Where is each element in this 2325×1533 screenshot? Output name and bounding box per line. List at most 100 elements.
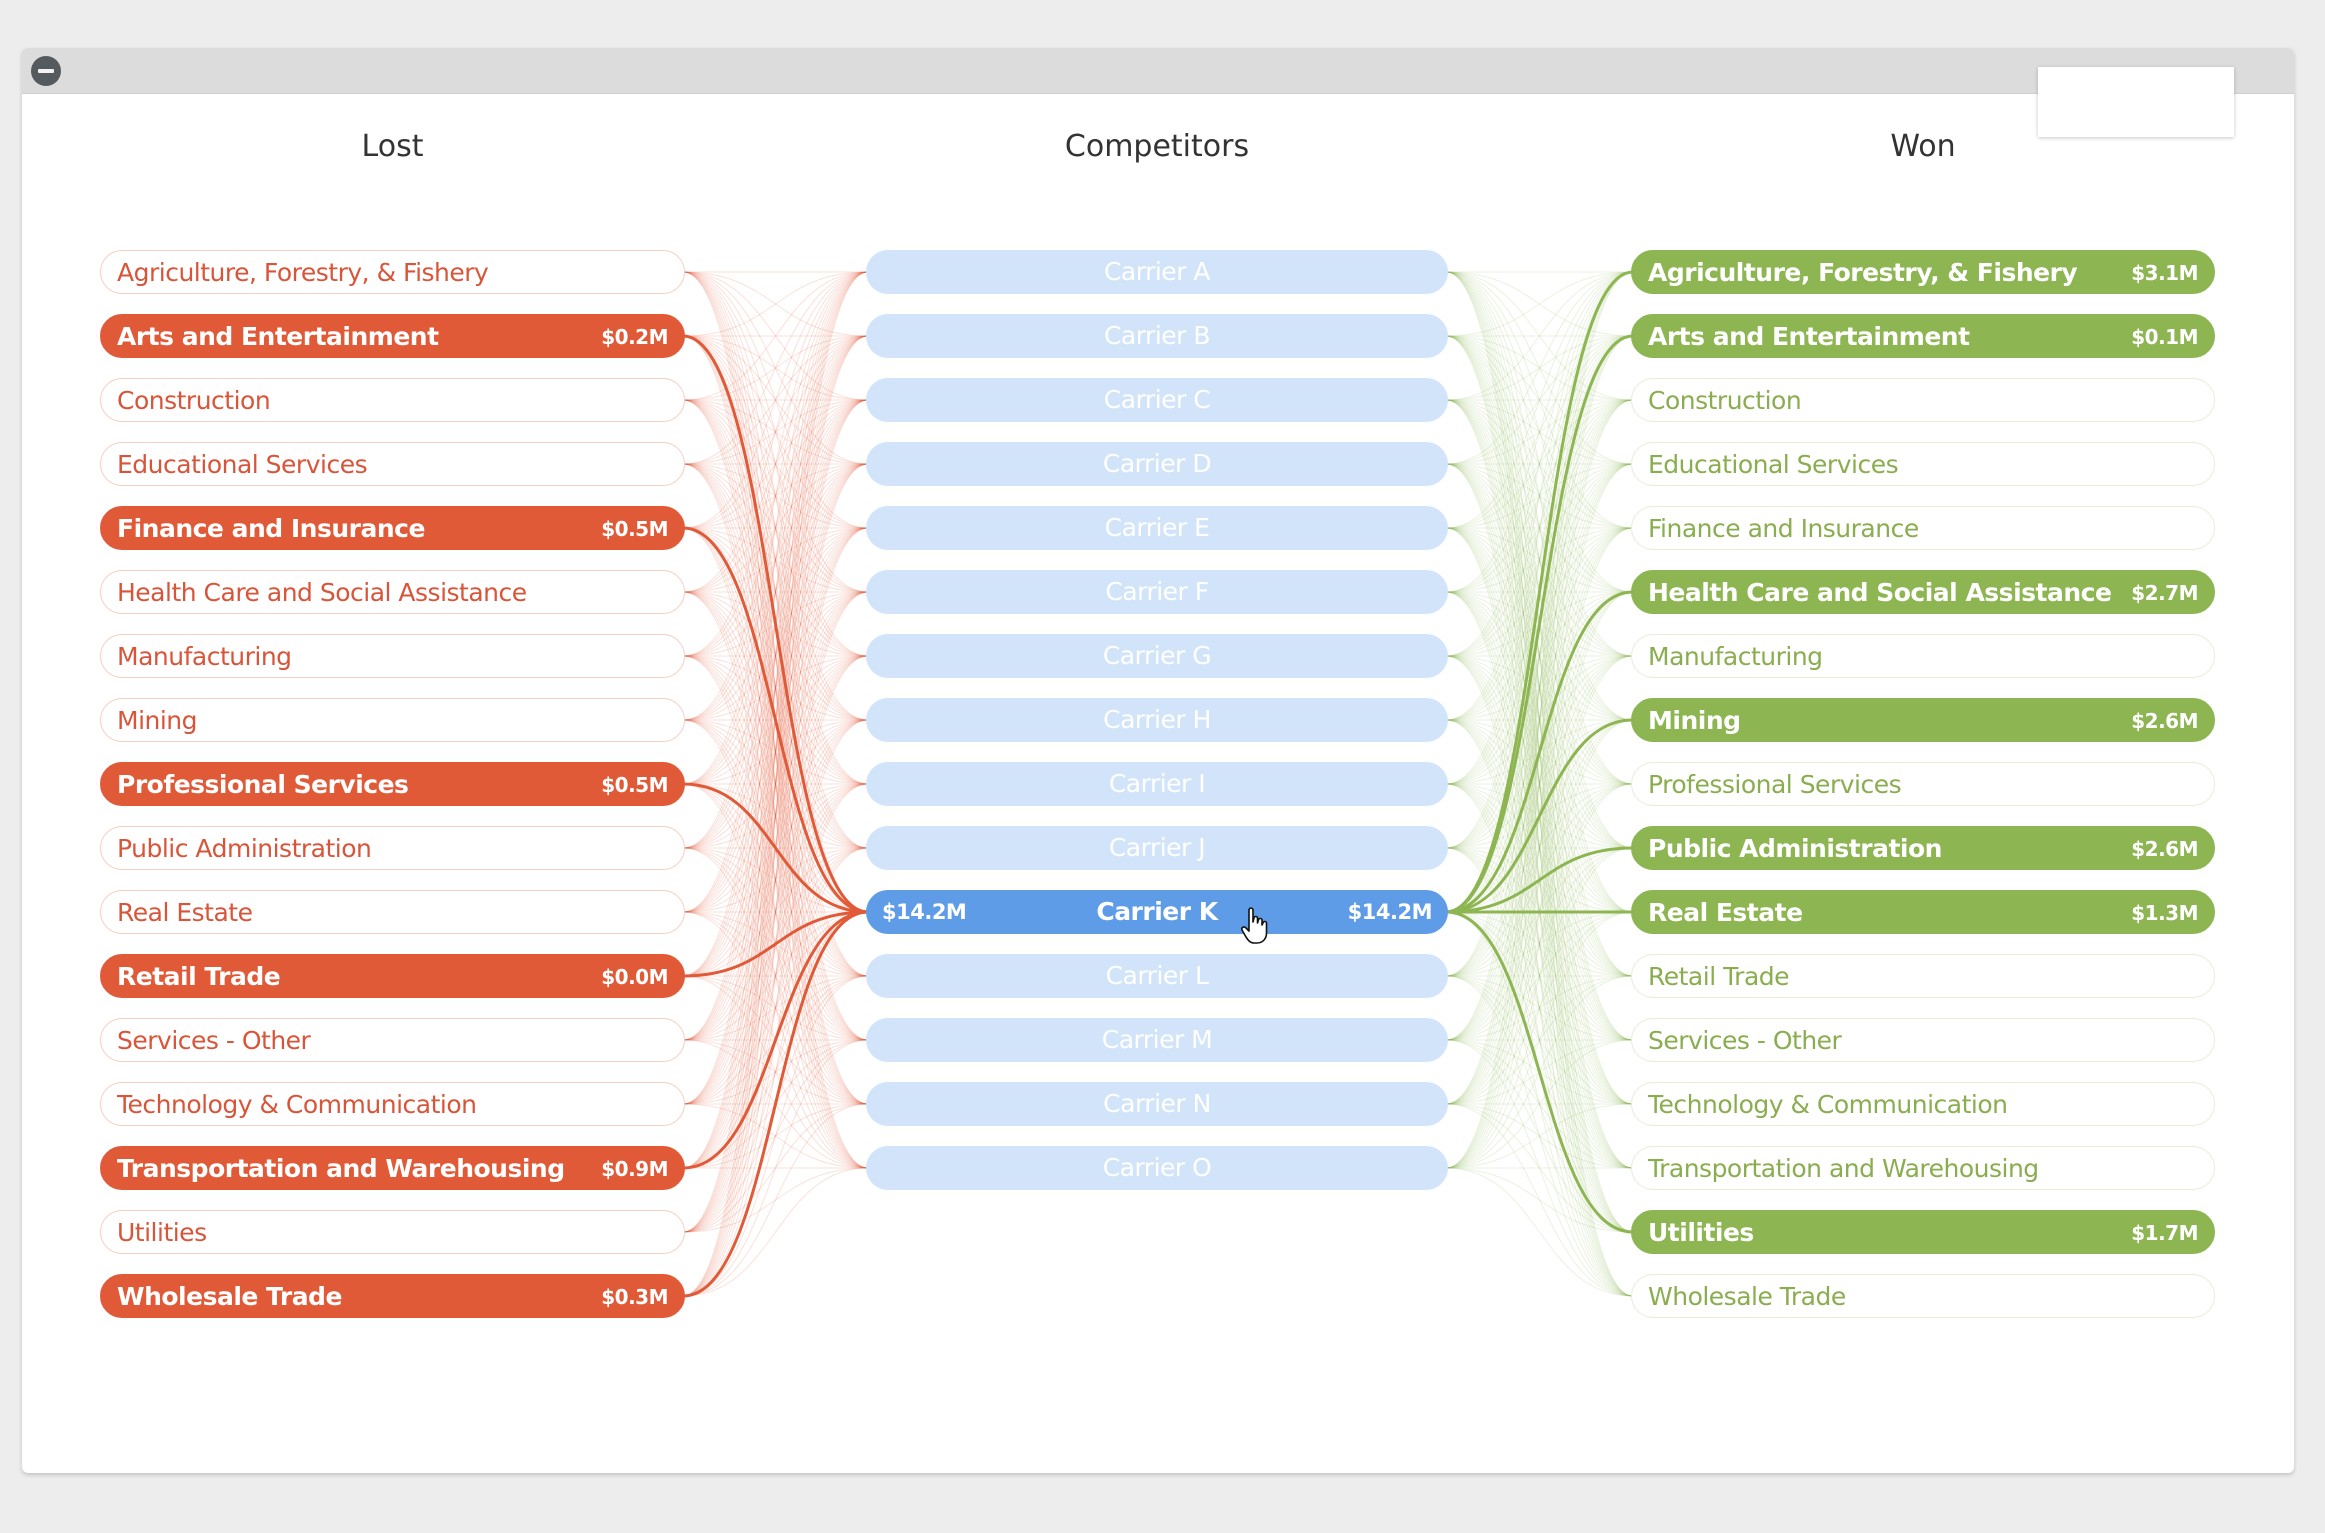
won-flow-link — [1445, 399, 1634, 593]
won-item[interactable]: Public Administration$2.6M — [1631, 826, 2215, 870]
lost-item[interactable]: Health Care and Social Assistance — [100, 570, 685, 614]
lost-item[interactable]: Technology & Communication — [100, 1082, 685, 1126]
won-flow-link — [1445, 1103, 1634, 1297]
lost-item[interactable]: Arts and Entertainment$0.2M — [100, 314, 685, 358]
won-item[interactable]: Professional Services — [1631, 762, 2215, 806]
lost-flow-link — [682, 527, 869, 657]
won-flow-link — [1445, 271, 1634, 401]
lost-flow-link — [682, 463, 869, 1169]
competitor-item[interactable]: Carrier J — [866, 826, 1448, 870]
competitor-item[interactable]: Carrier I — [866, 762, 1448, 806]
won-item[interactable]: Retail Trade — [1631, 954, 2215, 998]
lost-flow-link — [682, 335, 869, 1041]
lost-item[interactable]: Public Administration — [100, 826, 685, 870]
lost-flow-link — [682, 335, 869, 721]
lost-flow-link — [682, 1039, 869, 1297]
competitor-item[interactable]: Carrier K$14.2M$14.2M — [866, 890, 1448, 934]
lost-flow-link — [682, 1103, 869, 1169]
won-item[interactable]: Educational Services — [1631, 442, 2215, 486]
competitor-item[interactable]: Carrier G — [866, 634, 1448, 678]
won-item[interactable]: Mining$2.6M — [1631, 698, 2215, 742]
lost-item[interactable]: Construction — [100, 378, 685, 422]
won-flow-link — [1445, 783, 1634, 1233]
won-item-label: Arts and Entertainment — [1648, 322, 1970, 351]
won-item-amount: $0.1M — [2131, 325, 2198, 349]
won-item[interactable]: Construction — [1631, 378, 2215, 422]
competitor-item[interactable]: Carrier M — [866, 1018, 1448, 1062]
won-flow-link — [1445, 655, 1634, 785]
lost-item[interactable]: Professional Services$0.5M — [100, 762, 685, 806]
lost-item-label: Transportation and Warehousing — [117, 1154, 565, 1183]
won-item[interactable]: Technology & Communication — [1631, 1082, 2215, 1126]
won-item[interactable]: Wholesale Trade — [1631, 1274, 2215, 1318]
lost-item-label: Utilities — [117, 1218, 207, 1247]
competitor-item[interactable]: Carrier B — [866, 314, 1448, 358]
won-flow-link — [1445, 271, 1634, 593]
lost-flow-link — [682, 1103, 869, 1297]
competitor-item[interactable]: Carrier H — [866, 698, 1448, 742]
lost-flow-link — [682, 911, 869, 1105]
lost-flow-link — [682, 527, 869, 1233]
won-flow-link — [1445, 335, 1634, 401]
lost-item[interactable]: Transportation and Warehousing $0.9M — [100, 1146, 685, 1190]
lost-item-amount: $0.9M — [601, 1157, 668, 1181]
won-flow-link — [1445, 271, 1634, 849]
won-flow-link — [1445, 399, 1634, 1169]
competitor-item[interactable]: Carrier L — [866, 954, 1448, 998]
won-flow-link — [1445, 335, 1634, 721]
won-item[interactable]: Transportation and Warehousing — [1631, 1146, 2215, 1190]
won-flow-link — [1445, 463, 1634, 593]
lost-item[interactable]: Utilities — [100, 1210, 685, 1254]
won-flow-link — [1445, 847, 1634, 1041]
won-item[interactable]: Services - Other — [1631, 1018, 2215, 1062]
lost-flow-link — [682, 975, 869, 1169]
lost-flow-link — [682, 591, 869, 1169]
lost-flow-link — [682, 463, 869, 1041]
won-flow-link — [1445, 271, 1634, 593]
lost-flow-link — [682, 271, 869, 785]
competitor-item[interactable]: Carrier F — [866, 570, 1448, 614]
lost-flow-link — [682, 975, 869, 1169]
won-item[interactable]: Arts and Entertainment $0.1M — [1631, 314, 2215, 358]
won-item[interactable]: Agriculture, Forestry, & Fishery$3.1M — [1631, 250, 2215, 294]
won-highlight-link — [1445, 846, 1634, 914]
won-item[interactable]: Utilities$1.7M — [1631, 1210, 2215, 1254]
lost-flow-link — [682, 1039, 869, 1233]
collapse-icon[interactable] — [31, 56, 61, 86]
competitor-item[interactable]: Carrier D — [866, 442, 1448, 486]
lost-item[interactable]: Educational Services — [100, 442, 685, 486]
lost-flow-link — [682, 1039, 869, 1105]
won-flow-link — [1445, 783, 1634, 913]
lost-item[interactable]: Services - Other — [100, 1018, 685, 1062]
lost-item[interactable]: Real Estate — [100, 890, 685, 934]
lost-item[interactable]: Manufacturing — [100, 634, 685, 678]
panel-titlebar — [22, 48, 2294, 94]
lost-item[interactable]: Finance and Insurance$0.5M — [100, 506, 685, 550]
lost-item[interactable]: Mining — [100, 698, 685, 742]
lost-item[interactable]: Wholesale Trade$0.3M — [100, 1274, 685, 1318]
won-flow-link — [1445, 399, 1634, 657]
lost-item-label: Retail Trade — [117, 962, 281, 991]
won-flow-link — [1445, 847, 1634, 1233]
lost-flow-link — [682, 655, 869, 1169]
competitor-item[interactable]: Carrier C — [866, 378, 1448, 422]
competitor-item[interactable]: Carrier O — [866, 1146, 1448, 1190]
won-flow-link — [1445, 335, 1634, 593]
won-header: Won — [1890, 129, 1956, 164]
won-item[interactable]: Health Care and Social Assistance$2.7M — [1631, 570, 2215, 614]
won-flow-link — [1445, 1039, 1634, 1297]
won-item[interactable]: Manufacturing — [1631, 634, 2215, 678]
lost-item[interactable]: Retail Trade$0.0M — [100, 954, 685, 998]
competitor-item[interactable]: Carrier N — [866, 1082, 1448, 1126]
won-item[interactable]: Finance and Insurance — [1631, 506, 2215, 550]
won-flow-link — [1445, 463, 1634, 657]
lost-flow-link — [682, 399, 869, 529]
competitor-item[interactable]: Carrier E — [866, 506, 1448, 550]
won-item-label: Public Administration — [1648, 834, 1942, 863]
lost-item[interactable]: Agriculture, Forestry, & Fishery — [100, 250, 685, 294]
lost-flow-link — [682, 399, 869, 1105]
won-flow-link — [1445, 655, 1634, 1233]
competitor-item[interactable]: Carrier A — [866, 250, 1448, 294]
won-item[interactable]: Real Estate$1.3M — [1631, 890, 2215, 934]
won-item-label: Agriculture, Forestry, & Fishery — [1648, 258, 2078, 287]
